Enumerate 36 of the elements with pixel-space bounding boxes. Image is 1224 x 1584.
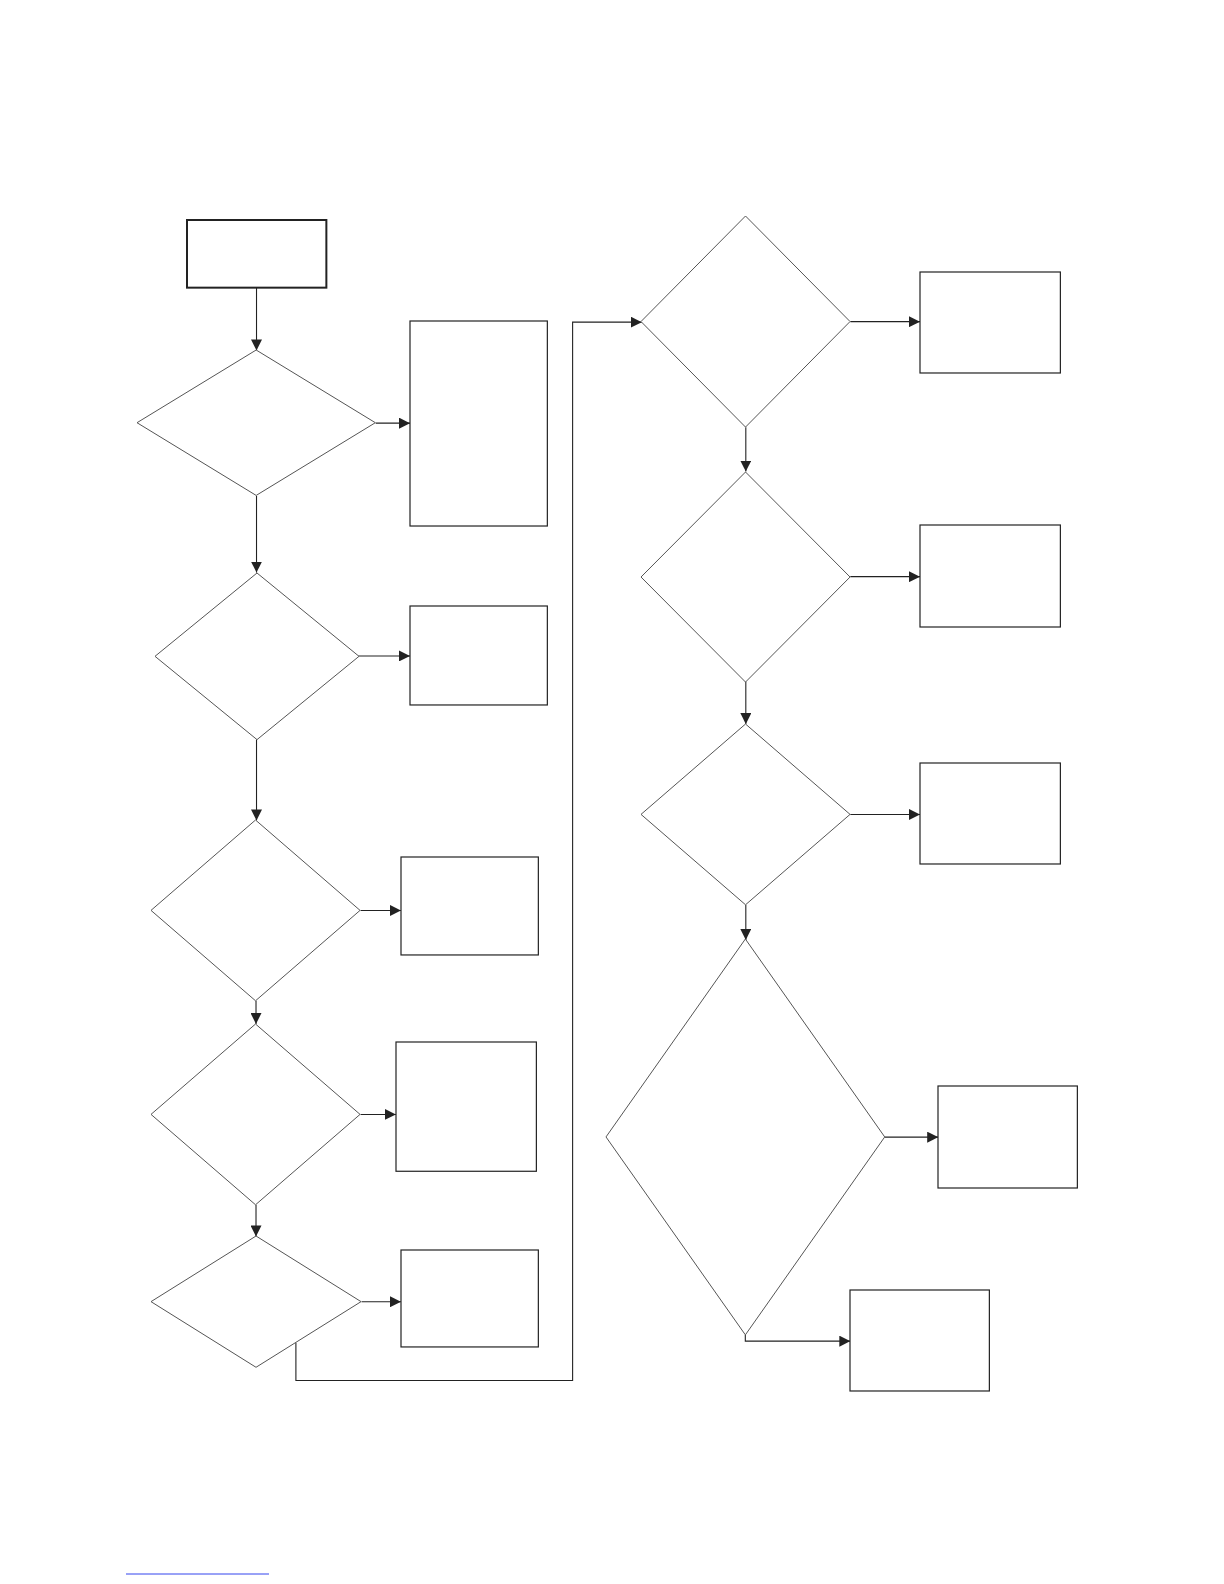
arrow: [740, 426, 752, 473]
process-box: [186, 220, 327, 288]
process-box: [920, 763, 1061, 865]
arrow: [884, 1131, 939, 1143]
arrow: [295, 316, 643, 1382]
process-box: [400, 857, 539, 956]
arrow: [375, 417, 411, 429]
arrow: [740, 681, 752, 725]
decision-diamond: [641, 724, 851, 905]
arrow: [740, 904, 752, 941]
arrow: [849, 316, 921, 328]
decision-diamond: [151, 1236, 362, 1368]
decision-diamond: [605, 939, 885, 1336]
arrow: [251, 287, 262, 351]
process-box: [920, 525, 1061, 628]
process-box: [410, 321, 548, 527]
arrow: [849, 571, 921, 583]
process-box: [850, 1289, 990, 1391]
process-box: [400, 1250, 539, 1348]
decision-diamond: [641, 216, 851, 428]
arrow: [250, 1204, 262, 1237]
decision-diamond: [154, 572, 359, 740]
decision-diamond: [641, 471, 851, 682]
arrow: [251, 495, 262, 574]
decision-diamond: [137, 350, 376, 496]
arrow: [250, 1000, 262, 1025]
arrow: [744, 1334, 851, 1347]
arrow: [357, 650, 411, 662]
arrow: [251, 738, 262, 822]
process-box: [938, 1085, 1078, 1188]
decision-diamond: [151, 820, 361, 1001]
process-box: [395, 1042, 537, 1172]
process-box: [410, 605, 548, 705]
decision-diamond: [151, 1024, 361, 1205]
arrow: [849, 809, 921, 820]
process-box: [920, 271, 1061, 373]
